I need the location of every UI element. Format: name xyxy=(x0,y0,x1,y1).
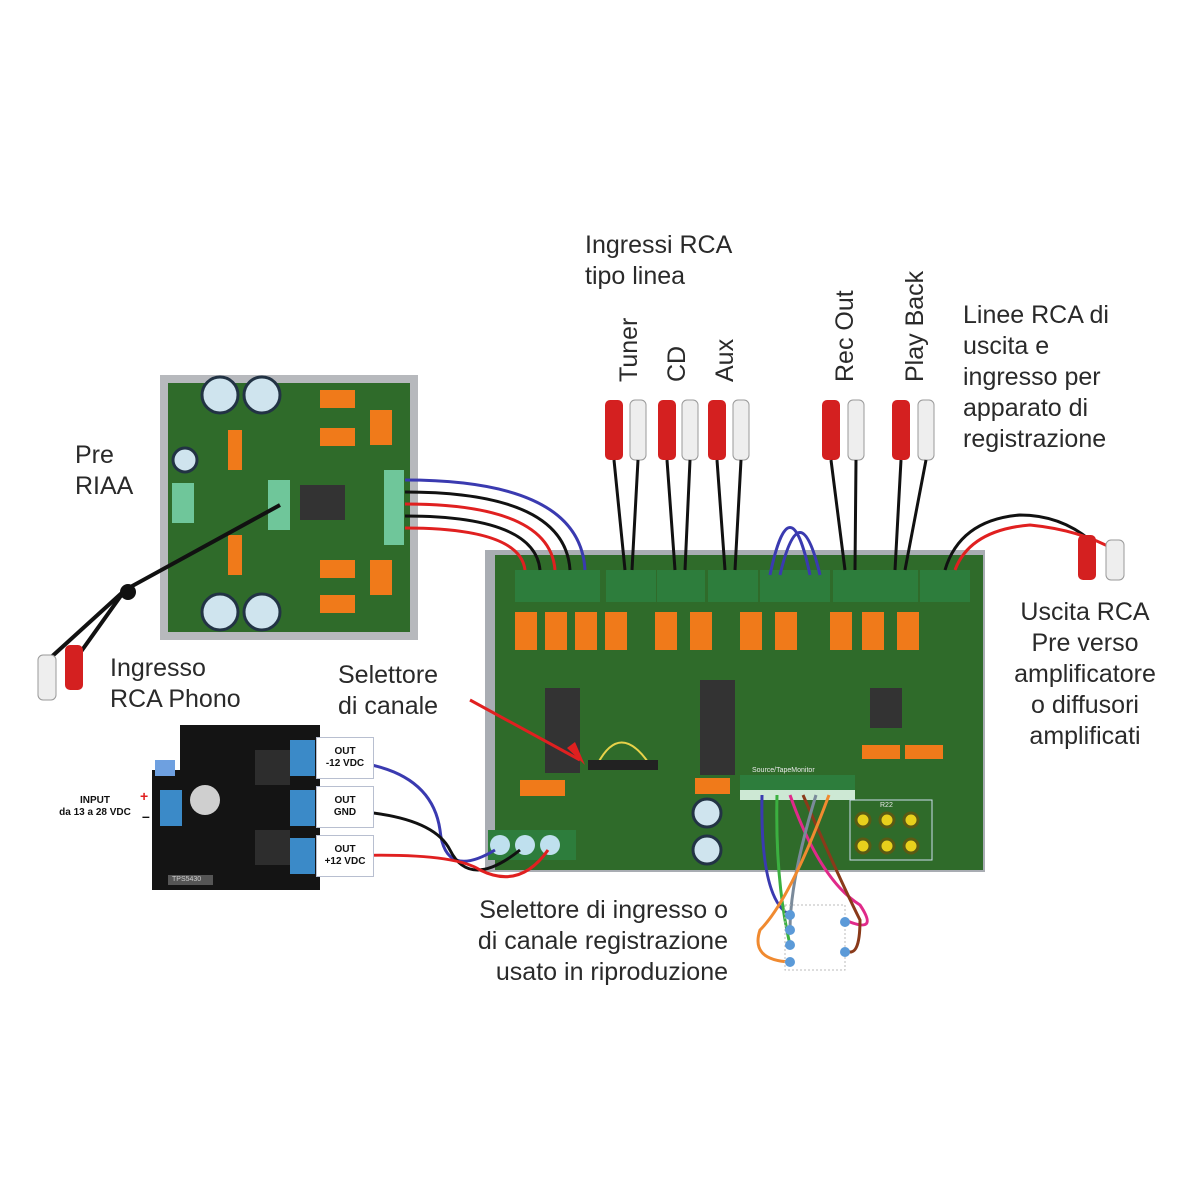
label-line: Linee RCA di xyxy=(963,301,1109,329)
label-line: apparato di xyxy=(963,394,1089,422)
label-line: uscita e xyxy=(963,332,1050,360)
label-line: o diffusori xyxy=(1031,691,1139,719)
rca-plugs xyxy=(37,399,1125,701)
label-line: di canale xyxy=(338,692,439,720)
power-module xyxy=(152,725,320,890)
power-board-name: TPS5430 xyxy=(172,876,202,883)
label-line: OUT xyxy=(334,746,356,757)
out-gnd-label: OUT GND xyxy=(316,786,374,828)
connector-label: Source/TapeMonitor xyxy=(752,767,815,774)
label-line: di canale registrazione xyxy=(477,927,728,955)
label-line: Pre verso xyxy=(1031,629,1139,657)
label-line: tipo linea xyxy=(585,262,686,290)
play-back-label: Play Back xyxy=(901,270,929,382)
rec-lines-label: Linee RCA di uscita e ingresso per appar… xyxy=(963,300,1109,455)
label-line: GND xyxy=(333,807,357,818)
pre-riaa-board xyxy=(160,375,418,640)
label-line: amplificati xyxy=(1029,722,1141,750)
main-board xyxy=(485,550,985,872)
label-line: RCA Phono xyxy=(110,685,241,713)
label-line: OUT xyxy=(334,844,356,855)
label-line: Ingressi RCA xyxy=(585,231,733,259)
label-line: Selettore di ingresso o xyxy=(479,896,728,924)
label-line: registrazione xyxy=(963,425,1107,453)
plus-icon: + xyxy=(140,788,149,804)
label-line: INPUT xyxy=(80,795,110,806)
pre-riaa-label: Pre RIAA xyxy=(75,440,133,502)
label-line: -12 VDC xyxy=(325,758,365,769)
power-input-label: INPUT da 13 a 28 VDC xyxy=(40,795,150,819)
label-line: amplificatore xyxy=(1014,660,1156,688)
out-neg-label: OUT -12 VDC xyxy=(316,737,374,779)
minus-icon: – xyxy=(142,808,150,824)
output-label: Uscita RCA Pre verso amplificatore o dif… xyxy=(995,597,1175,752)
label-line: Uscita RCA xyxy=(1020,598,1150,626)
tuner-label: Tuner xyxy=(615,317,643,382)
label-line: Ingresso xyxy=(110,654,206,682)
line-inputs-label: Ingressi RCA tipo linea xyxy=(585,230,732,292)
phono-input-label: Ingresso RCA Phono xyxy=(110,653,241,715)
label-line: da 13 a 28 VDC xyxy=(59,807,131,818)
wires xyxy=(46,478,1116,964)
label-line: Selettore xyxy=(338,661,439,689)
channel-selector-label: Selettore di canale xyxy=(338,660,438,722)
label-line: ingresso per xyxy=(963,363,1101,391)
label-line: RIAA xyxy=(75,472,134,500)
input-selector-label: Selettore di ingresso o di canale regist… xyxy=(428,895,728,988)
selector-switch xyxy=(784,904,850,971)
label-line: usato in riproduzione xyxy=(495,958,728,986)
label-line: OUT xyxy=(334,795,356,806)
cd-label: CD xyxy=(663,345,691,382)
rec-out-label: Rec Out xyxy=(831,290,859,382)
aux-label: Aux xyxy=(711,338,739,382)
label-line: Pre xyxy=(75,441,114,469)
label-line: +12 VDC xyxy=(324,856,366,867)
jumper-label: R22 xyxy=(880,802,893,809)
out-pos-label: OUT +12 VDC xyxy=(316,835,374,877)
